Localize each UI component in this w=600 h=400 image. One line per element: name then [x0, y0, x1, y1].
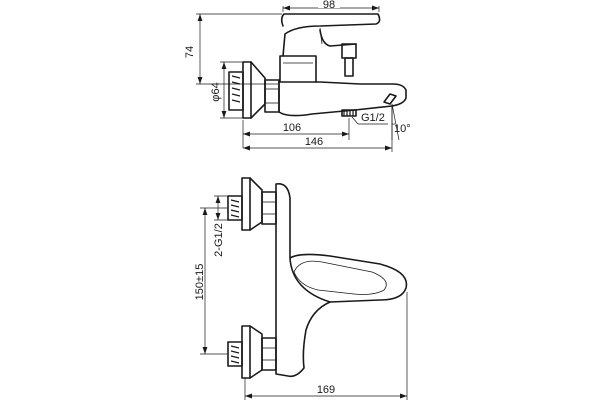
side-cartridge	[279, 55, 317, 83]
front-top-inlet	[227, 177, 277, 231]
leader-outlet-thread: G1/2	[351, 112, 388, 125]
dim-top-width: 98	[282, 0, 380, 12]
dim-flange-diameter: φ64	[210, 61, 250, 119]
outlet-thread-label: G1/2	[361, 112, 385, 124]
front-lever-inner	[293, 260, 387, 295]
side-body	[278, 79, 407, 117]
dim-spout-offset: 106	[242, 118, 350, 148]
side-flange	[250, 61, 266, 119]
front-bottom-inlet	[227, 325, 277, 379]
dim-handle-height: 74	[184, 13, 282, 85]
side-inlet-nut	[228, 61, 252, 119]
front-width-label: 169	[317, 384, 335, 396]
front-lever	[289, 253, 408, 303]
dim-spout-offset-label: 106	[283, 122, 301, 134]
side-outlet	[341, 109, 357, 117]
dim-total-length-label: 146	[305, 136, 323, 148]
front-body	[275, 182, 331, 378]
inlet-spacing-label: 150±15	[194, 264, 206, 301]
side-handle	[280, 13, 381, 57]
dim-spout-angle: 10°	[391, 103, 411, 141]
dim-front-width: 169	[244, 292, 408, 400]
inlet-thread-label: 2-G1/2	[213, 223, 225, 257]
dim-inlet-spacing: 150±15	[194, 207, 228, 355]
spout-angle-label: 10°	[394, 123, 411, 135]
dim-handle-height-label: 74	[184, 46, 196, 58]
side-diverter	[341, 43, 357, 77]
front-view: 2-G1/2 150±15 169	[194, 177, 408, 400]
side-hex-nut	[264, 79, 280, 113]
side-spout-tip	[383, 93, 397, 105]
dim-inlet-thread: 2-G1/2	[213, 195, 240, 257]
dim-flange-diameter-label: φ64	[210, 82, 222, 101]
dim-top-width-label: 98	[323, 0, 335, 11]
side-view: 98 74 φ64 106 146	[184, 0, 411, 152]
